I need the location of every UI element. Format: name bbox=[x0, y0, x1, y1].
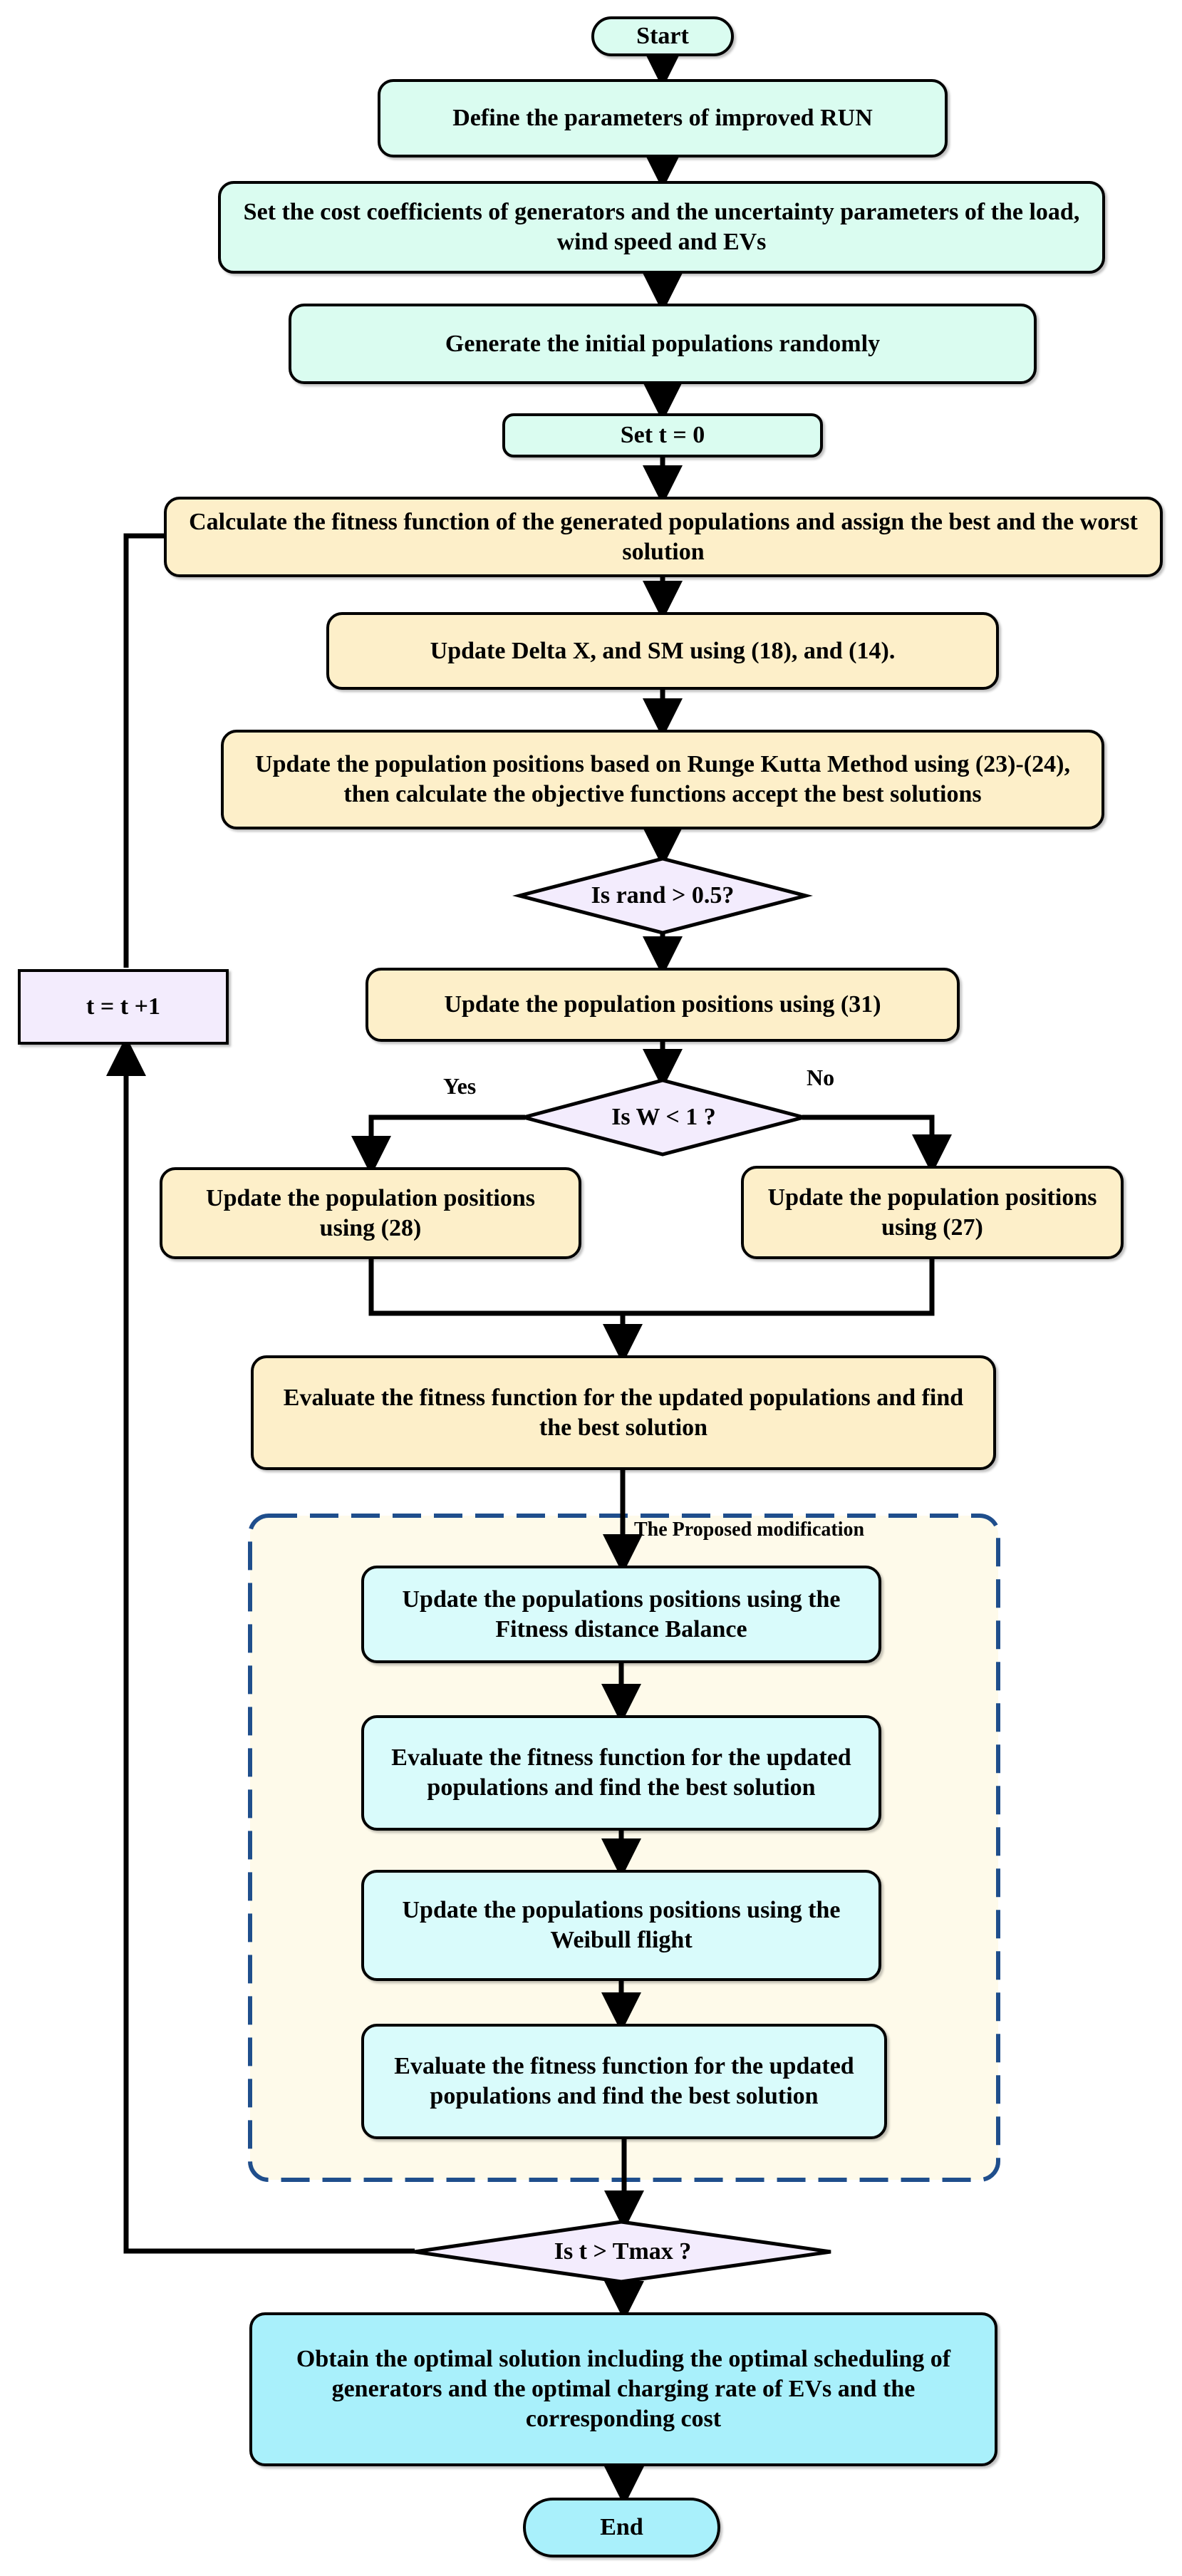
start-terminal: Start bbox=[591, 16, 734, 56]
generate-populations-label: Generate the initial populations randoml… bbox=[445, 330, 881, 357]
merge-line bbox=[368, 1259, 935, 1316]
generate-populations-box: Generate the initial populations randoml… bbox=[289, 304, 1037, 384]
end-terminal: End bbox=[523, 2498, 720, 2557]
update-27-box: Update the population positions using (2… bbox=[741, 1166, 1124, 1259]
connector-lines bbox=[106, 48, 952, 2506]
is-w-text: Is W < 1 ? bbox=[524, 1080, 804, 1154]
weibull-flight-box: Update the populations positions using t… bbox=[361, 1870, 881, 1981]
is-w-label: Is W < 1 ? bbox=[611, 1104, 716, 1130]
update-runge-kutta-label: Update the population positions based on… bbox=[255, 751, 1070, 807]
evaluate-updated-box: Evaluate the fitness function for the up… bbox=[251, 1355, 996, 1470]
define-parameters-box: Define the parameters of improved RUN bbox=[378, 79, 948, 157]
update-runge-kutta-box: Update the population positions based on… bbox=[221, 730, 1104, 829]
decision-is-rand bbox=[512, 857, 813, 935]
evaluate-mod1-label: Evaluate the fitness function for the up… bbox=[391, 1744, 851, 1801]
proposed-modification-label: The Proposed modification bbox=[634, 1519, 865, 1541]
decision-is-tmax bbox=[414, 2220, 831, 2284]
calculate-fitness-box: Calculate the fitness function of the ge… bbox=[164, 497, 1163, 577]
t-increment-box: t = t +1 bbox=[18, 969, 229, 1045]
evaluate-mod1-box: Evaluate the fitness function for the up… bbox=[361, 1715, 881, 1831]
decision-is-w bbox=[517, 1078, 811, 1157]
arrow-w-no bbox=[802, 1114, 952, 1174]
evaluate-mod2-box: Evaluate the fitness function for the up… bbox=[361, 2024, 887, 2139]
update-28-box: Update the population positions using (2… bbox=[160, 1167, 581, 1259]
set-t-box: Set t = 0 bbox=[502, 413, 823, 457]
update-31-box: Update the population positions using (3… bbox=[366, 968, 960, 1042]
start-label: Start bbox=[636, 23, 689, 49]
is-rand-label: Is rand > 0.5? bbox=[591, 882, 735, 909]
fitness-distance-balance-label: Update the populations positions using t… bbox=[402, 1586, 841, 1643]
update-28-label: Update the population positions using (2… bbox=[206, 1184, 535, 1241]
update-delta-label: Update Delta X, and SM using (18), and (… bbox=[430, 637, 896, 664]
loop-inc-to-calc bbox=[123, 533, 165, 968]
set-cost-label: Set the cost coefficients of generators … bbox=[243, 199, 1080, 255]
update-27-label: Update the population positions using (2… bbox=[767, 1184, 1097, 1241]
obtain-solution-box: Obtain the optimal solution including th… bbox=[249, 2312, 997, 2466]
end-label: End bbox=[600, 2514, 643, 2540]
arrow-w-yes bbox=[351, 1114, 525, 1176]
is-tmax-label: Is t > Tmax ? bbox=[554, 2238, 692, 2265]
set-t-label: Set t = 0 bbox=[620, 422, 705, 448]
weibull-flight-label: Update the populations positions using t… bbox=[402, 1897, 841, 1953]
update-31-label: Update the population positions using (3… bbox=[444, 991, 881, 1018]
yes-label: Yes bbox=[443, 1073, 477, 1099]
calculate-fitness-label: Calculate the fitness function of the ge… bbox=[189, 508, 1138, 565]
set-cost-box: Set the cost coefficients of generators … bbox=[218, 181, 1105, 274]
is-tmax-text: Is t > Tmax ? bbox=[415, 2222, 831, 2282]
obtain-solution-label: Obtain the optimal solution including th… bbox=[296, 2346, 951, 2432]
evaluate-updated-label: Evaluate the fitness function for the up… bbox=[283, 1384, 964, 1441]
update-delta-box: Update Delta X, and SM using (18), and (… bbox=[326, 612, 999, 690]
t-increment-label: t = t +1 bbox=[86, 993, 160, 1020]
fitness-distance-balance-box: Update the populations positions using t… bbox=[361, 1566, 881, 1663]
evaluate-mod2-label: Evaluate the fitness function for the up… bbox=[394, 2053, 854, 2109]
no-label: No bbox=[807, 1065, 835, 1090]
is-rand-text: Is rand > 0.5? bbox=[519, 859, 806, 933]
define-parameters-label: Define the parameters of improved RUN bbox=[452, 105, 873, 131]
loop-tmax-to-inc bbox=[106, 1036, 415, 2254]
